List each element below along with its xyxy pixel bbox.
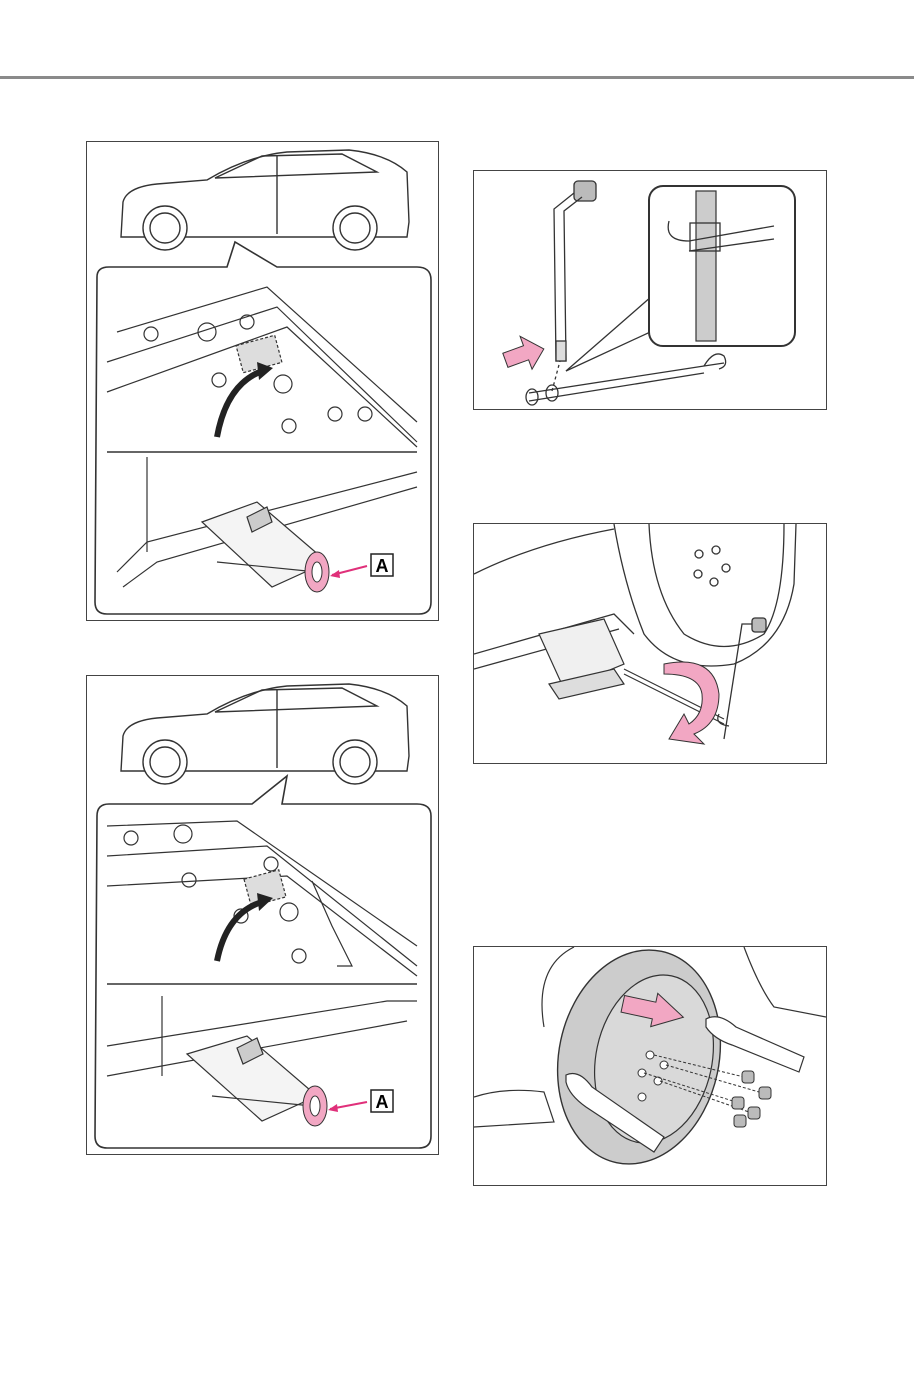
detail-inset [649,186,795,346]
zoom-line [566,296,652,371]
figure-front-jack-point: A [86,141,439,621]
svg-text:A: A [376,1092,389,1112]
figure-spare-tire-mounting [473,946,827,1186]
car-side-illustration [121,684,409,784]
insert-arrow [499,330,549,377]
header-rule [0,76,914,79]
callout-label-a: A [371,1090,393,1112]
car-side-illustration [121,150,409,250]
callout-label-a: A [371,554,393,576]
figure-wrench-assembly [473,170,827,410]
figure-jack-raising [473,523,827,764]
rotate-arrow [305,552,329,592]
svg-text:A: A [376,556,389,576]
figure-rear-jack-point: A [86,675,439,1155]
rotate-arrow [303,1086,327,1126]
lug-wrench-illustration [718,618,766,739]
lug-wrench-illustration [554,181,596,361]
wheel-illustration [474,524,796,669]
tire-illustration [538,947,739,1179]
